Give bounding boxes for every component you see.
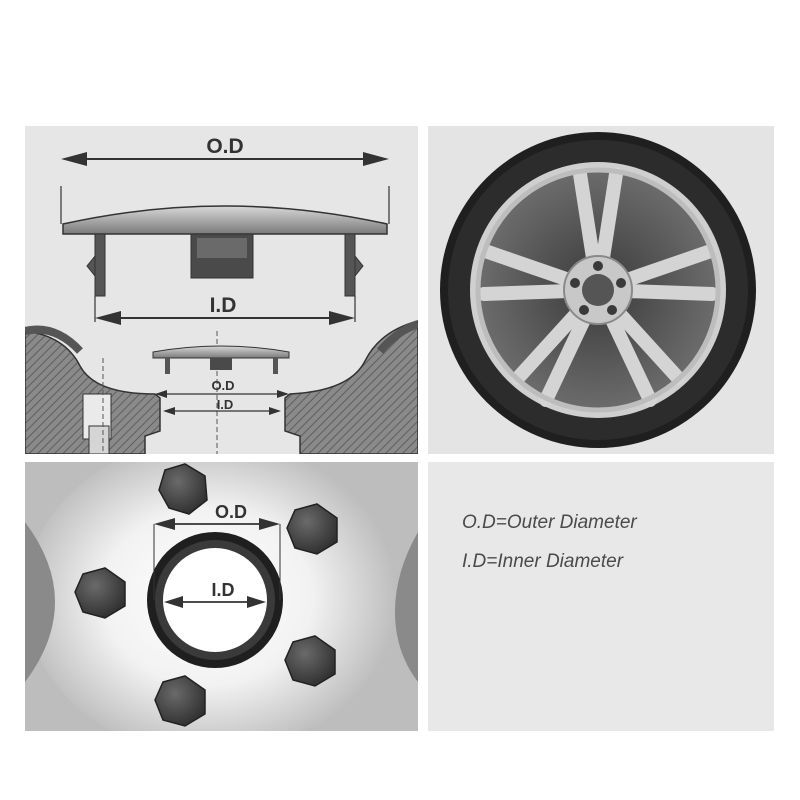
wheel-photo-panel [428,126,774,454]
hub-id-label: I.D [211,580,234,600]
id-label: I.D [210,294,237,317]
hub-dimension-diagram: O.D I.D [25,462,418,731]
od-label: O.D [206,135,243,158]
hub-id-dimension: I.D [164,580,266,608]
small-dimension-lines: O.D I.D [155,378,289,415]
lug-holes [570,261,626,315]
center-cap-small [152,345,290,374]
legend-panel: O.D=Outer Diameter I.D=Inner Diameter [428,462,774,731]
legend-outer-diameter: O.D=Outer Diameter [462,512,637,533]
small-id-label: I.D [217,397,234,412]
legend-inner-diameter: I.D=Inner Diameter [462,551,624,572]
cap-dimension-panel: O.D I.D [25,126,418,454]
center-bore [582,274,614,306]
alloy-wheel-image [440,132,756,448]
center-cap-large [62,205,388,297]
hub-od-dimension: O.D [153,502,281,600]
cap-dimension-diagram: O.D I.D [25,134,418,454]
lug-nuts [74,463,338,727]
hub-cross-section [25,320,418,454]
cap-ring [147,532,283,668]
hub-od-label: O.D [215,502,247,522]
od-dimension-line: O.D [60,134,390,224]
hub-dimension-panel: O.D I.D [25,462,418,731]
small-od-label: O.D [211,378,234,393]
id-dimension-line: I.D [94,294,356,325]
